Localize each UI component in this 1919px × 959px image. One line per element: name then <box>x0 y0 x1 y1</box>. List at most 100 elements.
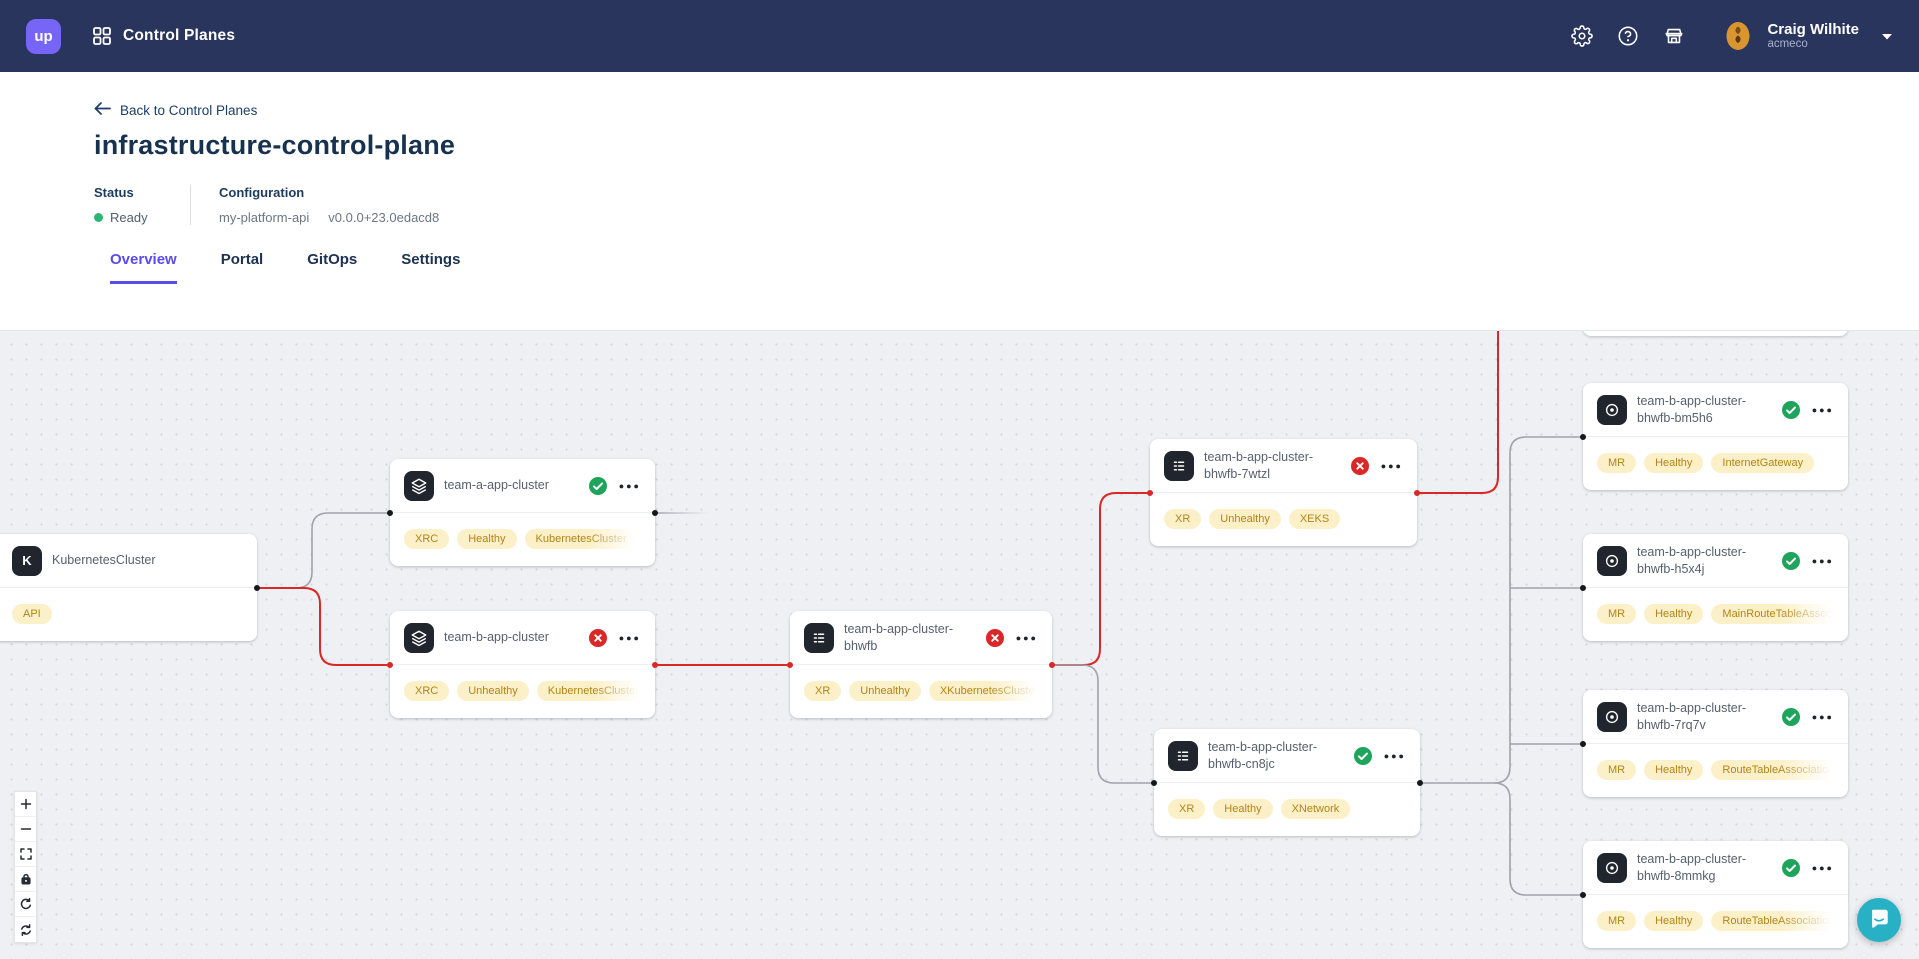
badge: MainRouteTableAssociation <box>1711 604 1834 624</box>
zoom-out-button[interactable] <box>15 817 36 842</box>
node-menu-button[interactable]: ●●● <box>1383 750 1406 761</box>
user-org: acmeco <box>1767 38 1808 51</box>
target-icon <box>1597 394 1627 425</box>
refresh-button[interactable] <box>15 917 36 942</box>
reset-view-button[interactable] <box>15 892 36 917</box>
page-header: Back to Control Planes infrastructure-co… <box>0 72 1919 330</box>
layers-icon <box>404 470 434 501</box>
target-icon <box>1597 852 1627 883</box>
badge: KubernetesCluster <box>536 681 641 701</box>
back-link-label: Back to Control Planes <box>120 102 258 118</box>
node-menu-button[interactable]: ●●● <box>618 632 641 643</box>
node-menu-button[interactable]: ●●● <box>1380 460 1403 471</box>
node-menu-button[interactable]: ●●● <box>618 480 641 491</box>
user-name: Craig Wilhite <box>1767 20 1859 38</box>
table-icon <box>1164 450 1194 481</box>
lock-icon <box>20 873 31 885</box>
node-menu-button[interactable]: ●●● <box>1811 711 1834 722</box>
tab-portal[interactable]: Portal <box>220 251 264 268</box>
zoom-in-button[interactable] <box>15 792 36 817</box>
target-icon <box>1597 545 1627 576</box>
logo-text: up <box>34 27 53 45</box>
tab-overview[interactable]: Overview <box>110 251 177 284</box>
graph-node-partial-top-card[interactable] <box>1583 331 1848 336</box>
navbar-actions: Craig Wilhite acmeco <box>1571 19 1893 53</box>
badge: MR <box>1597 453 1637 473</box>
unhealthy-x-icon <box>1350 456 1369 475</box>
k-icon: K <box>12 545 42 576</box>
tab-bar: Overview Portal GitOps Settings <box>110 251 1919 284</box>
badge: MR <box>1597 911 1637 931</box>
edge-port <box>387 510 393 516</box>
app-title-group: Control Planes <box>91 25 235 47</box>
graph-edge <box>1420 436 1583 784</box>
edge-port <box>1417 780 1423 786</box>
node-label: team-b-app-cluster-bhwfb-7wtzl <box>1204 450 1314 481</box>
node-label: team-b-app-cluster-bhwfb-cn8jc <box>1208 740 1318 771</box>
status-label: Status <box>94 185 134 200</box>
badge: XR <box>1164 509 1202 529</box>
chat-bubble-icon <box>1868 907 1890 934</box>
gear-icon[interactable] <box>1571 25 1594 47</box>
node-menu-button[interactable]: ●●● <box>1015 632 1038 643</box>
unhealthy-x-icon <box>985 628 1004 647</box>
edge-port <box>1147 490 1153 496</box>
badge: KubernetesCluster <box>524 529 638 549</box>
tab-settings[interactable]: Settings <box>401 251 461 268</box>
node-label: team-b-app-cluster-bhwfb <box>844 622 954 653</box>
marketplace-icon[interactable] <box>1663 25 1685 47</box>
healthy-check-icon <box>588 476 607 495</box>
badge: Healthy <box>1644 760 1704 780</box>
fit-view-icon <box>19 848 32 860</box>
graph-node-team-b-app-cluster-bhwfb-7wtzl[interactable]: team-b-app-cluster-bhwfb-7wtzl ●●● XR Unhea… <box>1150 439 1417 546</box>
node-menu-button[interactable]: ●●● <box>1811 555 1834 566</box>
table-icon <box>804 622 834 653</box>
node-label: team-b-app-cluster <box>444 630 549 645</box>
meta-divider <box>190 185 191 225</box>
chat-launcher-button[interactable] <box>1857 898 1901 942</box>
badge: XKubernetesCluster <box>928 681 1038 701</box>
page-title: infrastructure-control-plane <box>94 130 456 160</box>
zoom-in-icon <box>20 798 31 810</box>
fit-view-button[interactable] <box>15 842 36 867</box>
top-navbar: up Control Planes <box>0 0 1919 72</box>
graph-edge <box>1052 492 1150 666</box>
node-label: team-b-app-cluster-bhwfb-bm5h6 <box>1637 394 1747 425</box>
grid-icon <box>91 25 113 47</box>
graph-edge <box>1493 782 1583 896</box>
lock-button[interactable] <box>15 867 36 892</box>
table-icon <box>1168 740 1198 771</box>
unhealthy-x-icon <box>588 628 607 647</box>
status-value: Ready <box>110 210 148 225</box>
node-label: team-b-app-cluster-bhwfb-h5x4j <box>1637 545 1747 576</box>
node-label: KubernetesCluster <box>52 553 156 568</box>
help-icon[interactable] <box>1617 25 1639 47</box>
edge-port <box>1580 585 1586 591</box>
graph-edge <box>257 512 390 589</box>
badge: Unhealthy <box>1209 509 1281 529</box>
badge: Healthy <box>1644 453 1704 473</box>
node-menu-button[interactable]: ●●● <box>1811 862 1834 873</box>
back-link[interactable]: Back to Control Planes <box>94 102 257 118</box>
tab-gitops[interactable]: GitOps <box>307 251 358 268</box>
status-dot-icon <box>94 213 103 222</box>
edge-port <box>254 585 260 591</box>
badge: InternetGateway <box>1711 453 1815 473</box>
node-menu-button[interactable]: ●●● <box>1811 404 1834 415</box>
healthy-check-icon <box>1781 707 1800 726</box>
graph-node-team-b-app-cluster-bhwfb-bm5h6[interactable]: team-b-app-cluster-bhwfb-bm5h6 ●●● MR Healt… <box>1583 383 1848 490</box>
upbound-logo[interactable]: up <box>26 18 61 54</box>
user-menu[interactable]: Craig Wilhite acmeco <box>1721 19 1893 53</box>
edge-port <box>387 662 393 668</box>
badge: API <box>12 604 52 624</box>
graph-edge <box>1052 664 1154 784</box>
